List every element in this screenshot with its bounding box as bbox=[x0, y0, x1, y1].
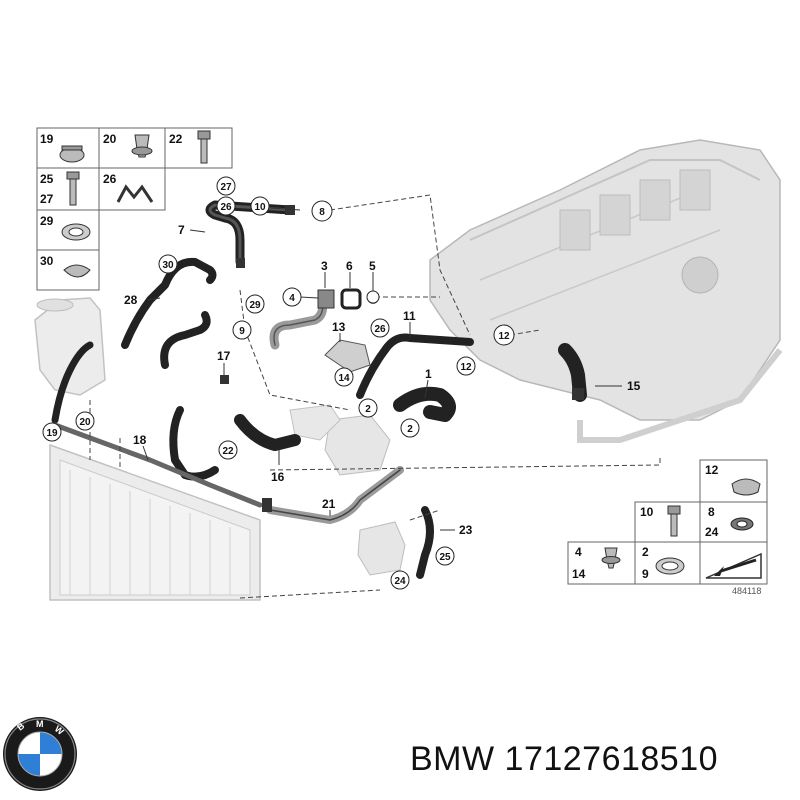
pipe-20 bbox=[52, 422, 263, 508]
plain-callouts: 7 3 6 5 13 11 1 15 17 28 18 16 21 23 bbox=[124, 223, 641, 537]
legend-label: 10 bbox=[640, 505, 654, 519]
legend-label: 14 bbox=[572, 567, 586, 581]
legend-top-left: 19 20 22 25 27 26 29 30 bbox=[36, 127, 233, 291]
bolt-icon bbox=[197, 130, 211, 164]
callout: 30 bbox=[162, 260, 174, 271]
callout: 21 bbox=[322, 497, 336, 511]
hose-clamp-icon bbox=[59, 145, 85, 163]
clamp bbox=[285, 205, 295, 215]
hose-1 bbox=[393, 386, 456, 422]
legend-label: 9 bbox=[642, 567, 649, 581]
callout: 2 bbox=[407, 424, 413, 435]
callout: 14 bbox=[338, 373, 350, 384]
hose-28 bbox=[121, 257, 217, 349]
screw-icon bbox=[66, 171, 80, 206]
callout: 1 bbox=[425, 367, 432, 381]
legend-label: 29 bbox=[40, 214, 54, 228]
hose-19 bbox=[51, 341, 94, 424]
callout: 29 bbox=[249, 300, 261, 311]
callout: 8 bbox=[319, 207, 325, 218]
legend-bottom-right: 12 10 8 24 4 14 2 9 484118 bbox=[567, 459, 768, 596]
holder-clip-icon bbox=[116, 184, 154, 203]
legend-label: 24 bbox=[705, 525, 719, 539]
hose-17-left bbox=[160, 311, 211, 369]
callout: 9 bbox=[239, 326, 245, 337]
legend-label: 19 bbox=[40, 132, 54, 146]
callout: 3 bbox=[321, 259, 328, 273]
clamp bbox=[572, 388, 584, 400]
legend-label: 22 bbox=[169, 132, 183, 146]
legend-label: 26 bbox=[103, 172, 117, 186]
bolt-icon bbox=[667, 505, 681, 537]
thermostat-housing bbox=[289, 404, 391, 476]
callout: 7 bbox=[178, 223, 185, 237]
hose-29 bbox=[269, 295, 328, 350]
hose-clamp-2-icon bbox=[63, 264, 91, 278]
callout: 5 bbox=[369, 259, 376, 273]
callout: 10 bbox=[254, 202, 266, 213]
callout: 16 bbox=[271, 470, 285, 484]
callout: 13 bbox=[332, 320, 346, 334]
legend-label: 20 bbox=[103, 132, 117, 146]
engine-block bbox=[429, 139, 783, 443]
expanding-rivet-icon bbox=[131, 134, 153, 158]
legend-label: 25 bbox=[40, 172, 54, 186]
bracket-13 bbox=[324, 339, 371, 373]
callout: 12 bbox=[460, 362, 472, 373]
callout: 11 bbox=[403, 309, 416, 323]
pipe-21-outline bbox=[269, 469, 401, 521]
callout: 18 bbox=[133, 433, 147, 447]
hose-11 bbox=[356, 333, 474, 399]
sealing-ring-icon bbox=[730, 517, 754, 531]
callout: 6 bbox=[346, 259, 353, 273]
clamp bbox=[220, 375, 229, 384]
drawing-number: 484118 bbox=[732, 586, 761, 596]
part-caption: BMW 17127618510 bbox=[410, 740, 719, 778]
callout: 20 bbox=[79, 417, 91, 428]
svg-text:M: M bbox=[36, 719, 44, 729]
callout: 27 bbox=[220, 182, 232, 193]
circled-callouts: 27 26 10 8 30 29 9 4 26 12 12 14 2 2 19 … bbox=[42, 176, 515, 590]
callout: 4 bbox=[289, 293, 295, 304]
callout: 26 bbox=[374, 324, 386, 335]
legend-label: 30 bbox=[40, 254, 54, 268]
legend-label: 8 bbox=[708, 505, 715, 519]
legend-label: 4 bbox=[575, 545, 582, 559]
callout: 25 bbox=[439, 552, 451, 563]
expanding-rivet-icon bbox=[601, 547, 621, 569]
svg-text:B: B bbox=[15, 720, 27, 732]
auxiliary-pump bbox=[357, 521, 406, 576]
direction-arrow-icon bbox=[705, 552, 762, 579]
hose-23 bbox=[416, 506, 434, 579]
spring-clamp-icon bbox=[61, 223, 91, 241]
clamp-icon bbox=[731, 478, 761, 496]
callout: 2 bbox=[365, 404, 371, 415]
callout: 24 bbox=[394, 576, 406, 587]
clamp bbox=[262, 498, 272, 512]
callout: 26 bbox=[220, 202, 232, 213]
callout: 22 bbox=[222, 446, 234, 457]
callout: 28 bbox=[124, 293, 138, 307]
callout: 15 bbox=[627, 379, 641, 393]
hose-16 bbox=[234, 414, 301, 451]
bmw-logo: B M W bbox=[3, 717, 77, 791]
legend-label: 12 bbox=[705, 463, 719, 477]
callout: 23 bbox=[459, 523, 473, 537]
legend-label: 2 bbox=[642, 545, 649, 559]
callout: 17 bbox=[217, 349, 231, 363]
hose-18 bbox=[169, 406, 219, 481]
legend-label: 27 bbox=[40, 192, 54, 206]
callout: 19 bbox=[46, 428, 58, 439]
hose-7-inner bbox=[208, 203, 292, 264]
expansion-tank bbox=[34, 297, 106, 396]
callout: 12 bbox=[498, 331, 510, 342]
solid-leaders bbox=[142, 207, 622, 531]
radiator bbox=[49, 443, 261, 601]
hose-clamp-icon bbox=[655, 557, 685, 575]
hose-15 bbox=[558, 343, 587, 402]
leader-lines bbox=[89, 194, 661, 599]
clamp bbox=[236, 258, 245, 268]
